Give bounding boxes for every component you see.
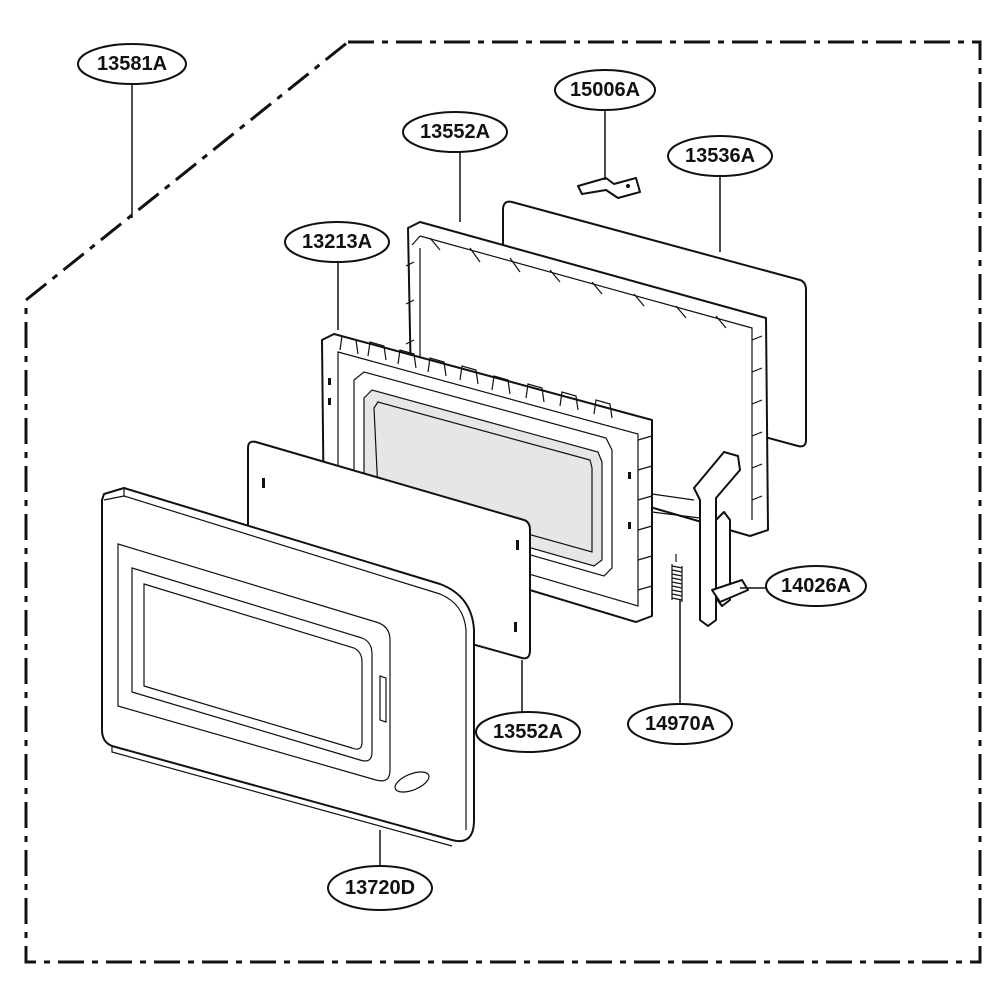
callout-spring-text: 14970A	[645, 713, 715, 735]
callout-clip: 15006A	[554, 69, 656, 111]
callout-latch-hook: 14026A	[765, 565, 867, 607]
door-front-part	[101, 487, 475, 847]
latch-hook-part	[651, 451, 749, 627]
callout-clip-text: 15006A	[570, 79, 640, 101]
callout-door-front: 13720D	[327, 865, 433, 911]
spring-part	[671, 554, 683, 602]
callout-door-frame-rear-text: 13552A	[420, 121, 490, 143]
leader-lines	[131, 84, 766, 866]
callout-latch-hook-text: 14026A	[781, 575, 851, 597]
callout-assembly-text: 13581A	[97, 53, 167, 75]
assembly-boundary	[24, 40, 982, 964]
callout-door-inner: 13213A	[284, 221, 390, 263]
callout-door-inner-text: 13213A	[302, 231, 372, 253]
callout-assembly: 13581A	[77, 43, 187, 85]
clip-part	[577, 177, 641, 199]
callout-spring: 14970A	[627, 703, 733, 745]
callout-choke-cover-text: 13536A	[685, 145, 755, 167]
callout-door-frame-rear: 13552A	[402, 111, 508, 153]
callout-door-frame-front: 13552A	[475, 711, 581, 753]
callout-door-front-text: 13720D	[345, 877, 415, 899]
callout-choke-cover: 13536A	[667, 135, 773, 177]
callout-door-frame-front-text: 13552A	[493, 721, 563, 743]
